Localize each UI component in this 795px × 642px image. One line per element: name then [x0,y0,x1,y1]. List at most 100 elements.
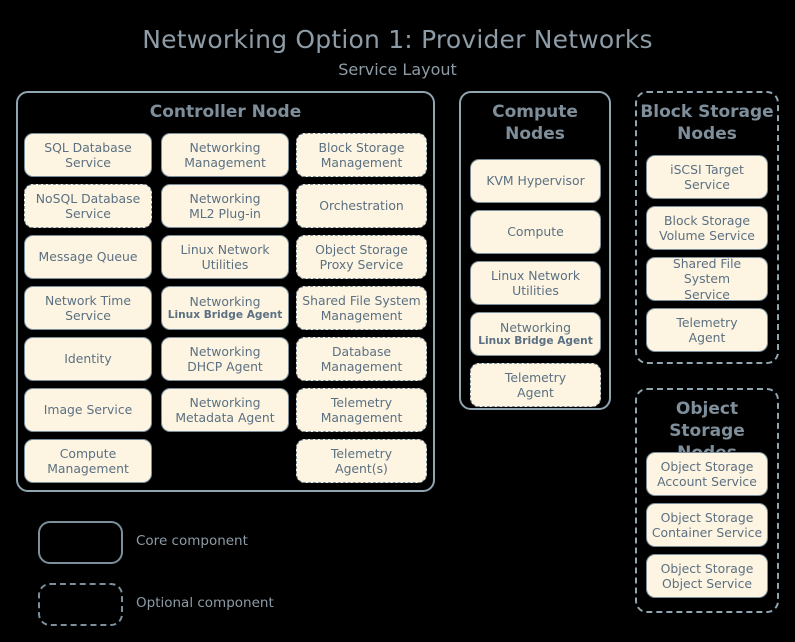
service-label-line1: KVM Hypervisor [486,173,585,189]
service-label-line1: SQL Database [44,139,132,155]
service-label-line2: Management [184,155,266,170]
service-box-orchestration[interactable]: Orchestration [296,184,427,228]
service-label-line1: Object Storage [660,509,754,525]
controller-node-title: Controller Node [149,102,302,122]
service-label-line1: Telemetry [504,369,567,385]
service-label-line2: Service [684,286,730,302]
service-label-line1: Orchestration [319,198,404,214]
service-label-line1: Networking [189,293,261,309]
page-title: Networking Option 1: Provider Networks [142,25,653,54]
service-label-line1: Compute [507,224,564,240]
service-label-line1: Identity [64,351,112,367]
service-label-line2: Utilities [512,283,559,298]
service-label-line2: Agent [517,385,554,400]
service-label-line1: Message Queue [38,249,138,265]
service-label-line2: Account Service [657,474,757,489]
service-label-line1: Shared File System [672,256,742,287]
service-label-line2: Agent(s) [335,461,388,476]
service-box-identity[interactable]: Identity [24,337,152,381]
service-label-line1: Block Storage [318,139,405,155]
service-box-image-service[interactable]: Image Service [24,388,152,432]
compute-nodes-container: Compute Nodes [459,91,611,410]
service-box-message-queue[interactable]: Message Queue [24,235,152,279]
compute-nodes-title-line1: Compute [492,102,578,122]
service-label-line1: Networking [189,343,261,359]
service-label-line1: iSCSI Target [670,161,744,177]
service-label-line2: Service [65,308,111,323]
service-label-line1: Shared File System [302,292,421,308]
service-label-line1: Networking [500,319,571,335]
service-label-line1: Networking [189,139,261,155]
service-label-line2: Linux Bridge Agent [478,335,593,348]
service-label-line2: Management [320,155,403,170]
service-box-kvm-hypervisor[interactable]: KVM Hypervisor [470,159,601,203]
service-label-line1: NoSQL Database [35,190,141,206]
service-label-line1: Database [331,343,392,359]
legend-core-swatch [38,521,123,564]
block-storage-nodes-container: Block Storage Nodes [635,91,779,364]
service-label-line2: Management [320,308,403,323]
service-label-line2: Object Service [661,576,753,591]
service-label-line2: Management [47,461,129,476]
service-label-line1: Networking [189,394,261,410]
service-label-line1: Telemetry [330,394,393,410]
service-label-line2: Service [65,155,111,170]
service-label-line2: Container Service [651,525,763,540]
service-label-line2: Agent [688,330,726,345]
service-label-line2: DHCP Agent [187,359,263,374]
service-label-line2: Utilities [201,257,249,272]
service-label-line1: Linux Network [490,267,581,283]
block-storage-nodes-title: Block Storage Nodes [637,93,777,152]
service-label-line1: Networking [189,190,261,206]
service-label-line2: Volume Service [659,228,755,243]
page-subtitle: Service Layout [338,60,457,79]
service-label-line1: Object Storage [315,241,408,257]
legend-optional-swatch [38,583,123,626]
service-label-line2: Metadata Agent [175,410,275,425]
service-label-line1: Object Storage [660,458,754,474]
service-label-line1: Telemetry [676,314,738,330]
compute-nodes-title: Compute Nodes [461,93,609,152]
service-label-line2: Management [320,359,403,374]
service-label-line1: Compute [59,445,117,461]
block-storage-title-line2: Nodes [677,123,737,144]
service-label-line1: Telemetry [330,445,393,461]
service-label-line2: Service [65,206,111,221]
object-storage-title-line1: Object [675,399,739,419]
service-label-line2: Service [684,177,730,192]
block-storage-title-line1: Block Storage [640,102,774,122]
service-label-line1: Linux Network [180,241,270,257]
service-label-line2: Linux Bridge Agent [167,309,283,322]
service-label-line2: Management [320,410,403,425]
service-label-line1: Block Storage [664,212,750,228]
service-label-line2: Proxy Service [319,257,404,272]
service-box-compute[interactable]: Compute [470,210,601,254]
